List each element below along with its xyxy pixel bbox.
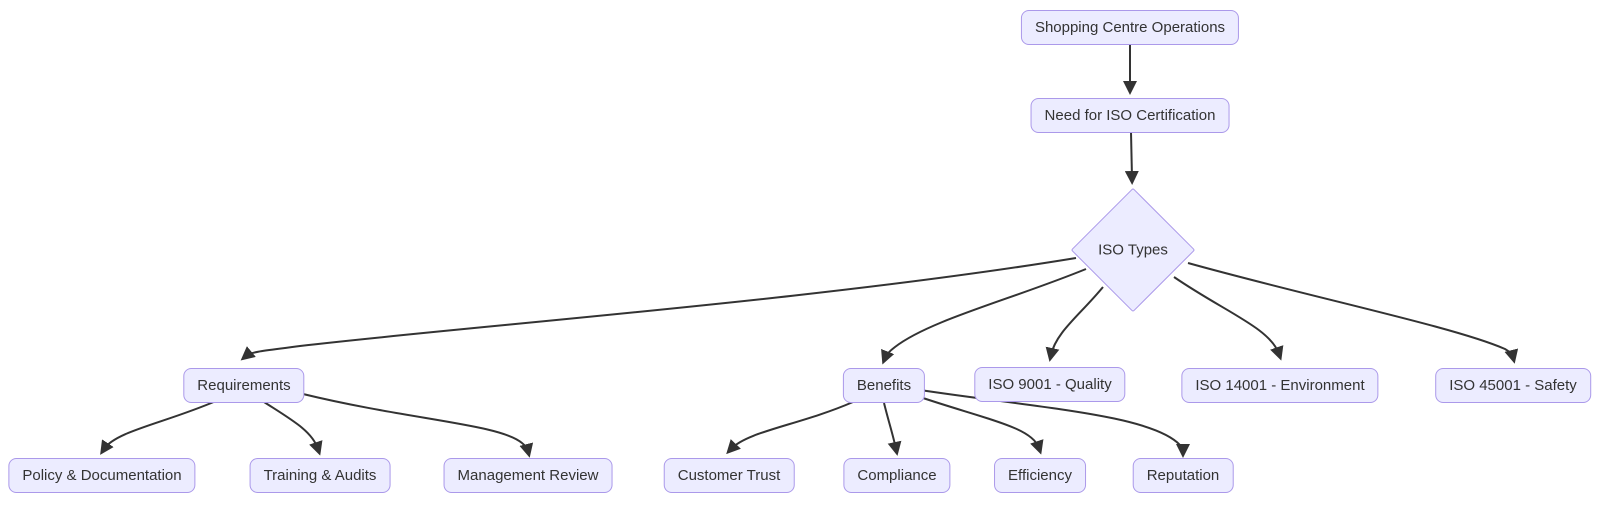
node-efficiency: Efficiency: [994, 458, 1086, 493]
node-customer-trust: Customer Trust: [663, 458, 795, 493]
node-management-review: Management Review: [443, 458, 613, 493]
node-training-audits: Training & Audits: [249, 458, 391, 493]
node-iso-45001-safety: ISO 45001 - Safety: [1435, 368, 1591, 403]
edge-iso-types-to-benefits: [881, 268, 1087, 365]
edge-benefits-to-compliance: [883, 402, 902, 456]
node-policy-documentation: Policy & Documentation: [8, 458, 196, 493]
edge-requirements-to-training: [263, 401, 323, 456]
edge-iso-types-to-iso14001: [1173, 276, 1284, 361]
edge-iso-types-to-iso9001: [1045, 286, 1104, 362]
node-iso-14001-environment: ISO 14001 - Environment: [1181, 368, 1379, 403]
node-reputation: Reputation: [1132, 458, 1234, 493]
edge-iso-types-to-iso45001: [1187, 262, 1519, 364]
node-benefits: Benefits: [842, 368, 926, 403]
edge-requirements-to-policy: [100, 400, 217, 455]
node-shopping-centre-operations: Shopping Centre Operations: [1020, 10, 1240, 45]
edge-benefits-to-efficiency: [919, 396, 1044, 455]
node-iso-types-label: ISO Types: [1098, 241, 1168, 259]
node-need-for-iso-certification: Need for ISO Certification: [1030, 98, 1230, 133]
edge-need-to-iso-types: [1124, 131, 1139, 185]
edge-benefits-to-customer: [726, 401, 854, 455]
node-iso-9001-quality: ISO 9001 - Quality: [974, 367, 1126, 402]
node-requirements: Requirements: [183, 368, 305, 403]
edge-requirements-to-management: [302, 393, 534, 458]
node-compliance: Compliance: [843, 458, 951, 493]
edge-iso-types-to-requirements: [240, 257, 1077, 361]
